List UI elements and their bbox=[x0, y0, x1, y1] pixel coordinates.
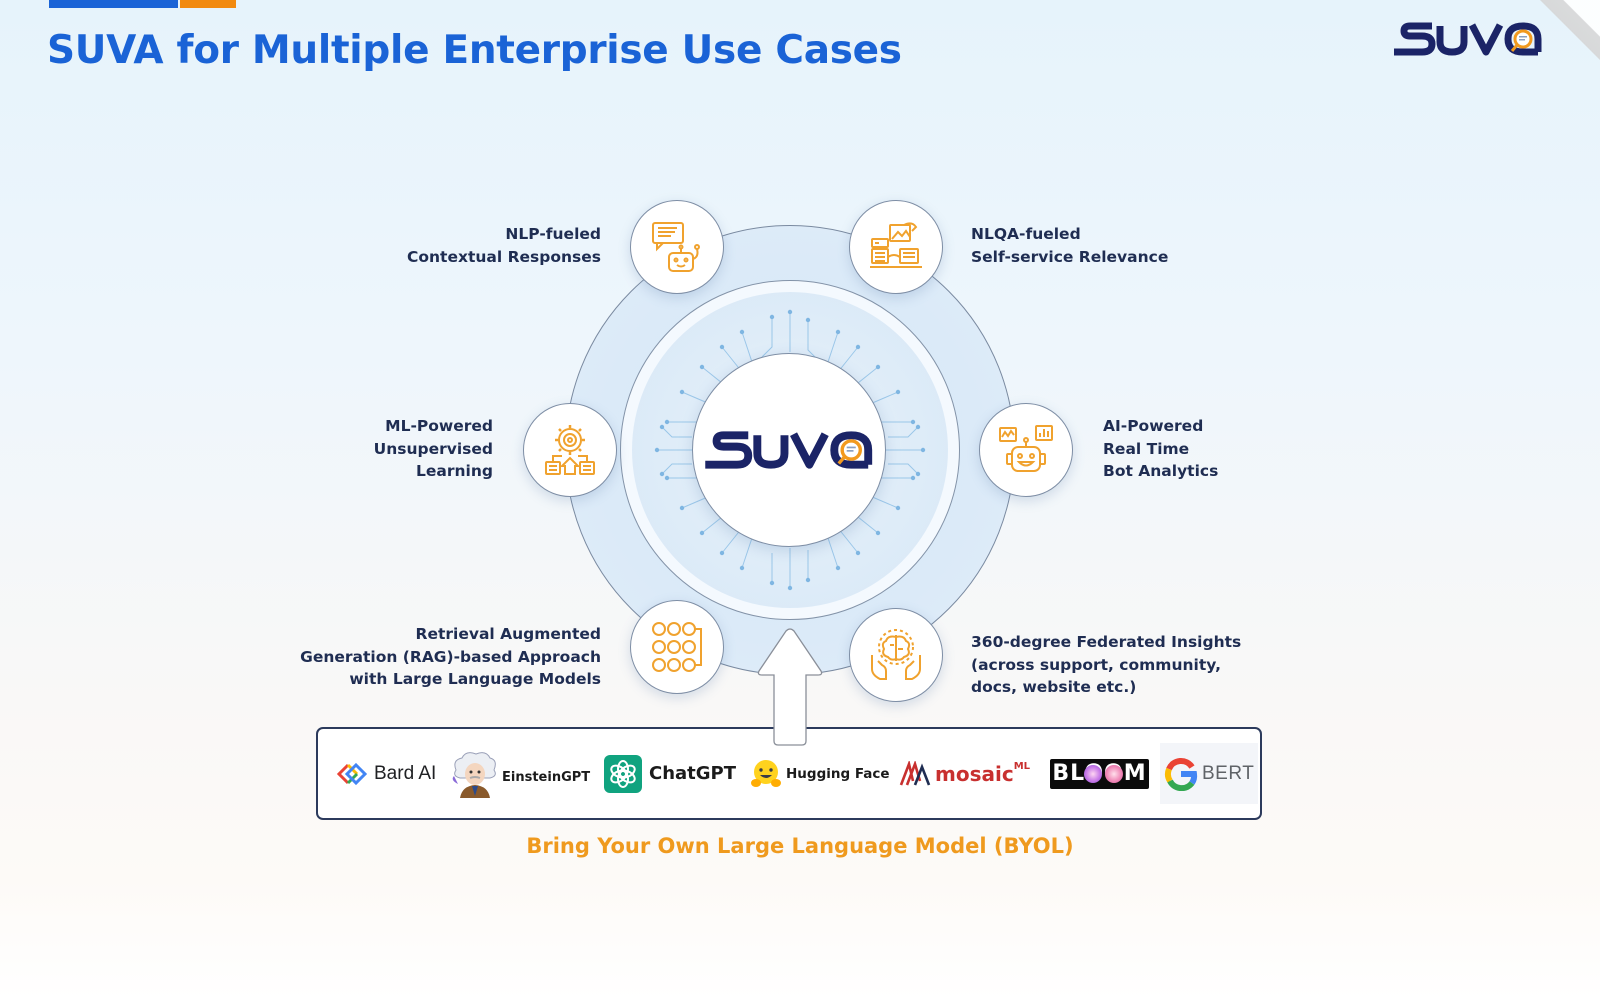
up-arrow-icon bbox=[757, 628, 823, 746]
label-nlp: NLP-fueled Contextual Responses bbox=[406, 225, 601, 266]
llm-chatgpt: ChatGPT bbox=[604, 729, 736, 818]
gear-network-icon bbox=[545, 425, 595, 475]
node-nlqa bbox=[849, 200, 943, 294]
bard-icon bbox=[336, 762, 368, 785]
suva-core-circle bbox=[692, 353, 886, 547]
flower-2-icon bbox=[1105, 764, 1123, 783]
robot-analytics-icon bbox=[999, 425, 1053, 472]
label-analytics: AI-Powered Real Time Bot Analytics bbox=[1103, 417, 1219, 480]
openai-icon bbox=[604, 754, 642, 793]
label-rag: Retrieval Augmented Generation (RAG)-bas… bbox=[300, 625, 601, 688]
mosaic-icon bbox=[899, 760, 931, 785]
hugging-face-icon bbox=[751, 759, 781, 787]
einstein-icon bbox=[452, 751, 496, 798]
accent-bar-blue bbox=[49, 0, 178, 8]
self-service-docs-icon bbox=[870, 222, 922, 268]
suva-center-logo bbox=[705, 431, 873, 469]
google-g-icon bbox=[1164, 757, 1198, 791]
node-analytics bbox=[979, 403, 1073, 497]
node-federated bbox=[849, 608, 943, 702]
node-ml bbox=[523, 403, 617, 497]
llm-hugging-face: Hugging Face bbox=[750, 729, 890, 818]
llm-bloom: BLOOM bbox=[1050, 729, 1149, 818]
llm-bard: Bard AI bbox=[336, 729, 436, 818]
byol-label: Bring Your Own Large Language Model (BYO… bbox=[526, 834, 1074, 858]
suva-brand-logo bbox=[1394, 22, 1542, 56]
node-nlp bbox=[630, 200, 724, 294]
mosaic-superscript: ML bbox=[1013, 761, 1031, 772]
label-ml: ML-Powered Unsupervised Learning bbox=[373, 417, 493, 480]
chat-bot-icon bbox=[652, 222, 700, 272]
bloom-icon: BLOOM bbox=[1050, 758, 1149, 789]
neural-grid-icon bbox=[652, 622, 702, 672]
llm-einstein: EinsteinGPT bbox=[450, 729, 590, 818]
brain-hands-icon bbox=[871, 629, 921, 680]
label-nlqa: NLQA-fueled Self-service Relevance bbox=[971, 225, 1169, 266]
llm-mosaic: mosaic ML bbox=[898, 729, 1030, 818]
page-title: SUVA for Multiple Enterprise Use Cases bbox=[47, 28, 902, 73]
llm-providers-box: Bard AI EinsteinGPT ChatGPT bbox=[316, 727, 1262, 820]
llm-bert: BERT bbox=[1160, 743, 1259, 804]
label-federated: 360-degree Federated Insights (across su… bbox=[971, 633, 1242, 696]
node-rag bbox=[630, 600, 724, 694]
accent-bar-orange bbox=[180, 0, 236, 8]
flower-1-icon bbox=[1084, 764, 1102, 783]
